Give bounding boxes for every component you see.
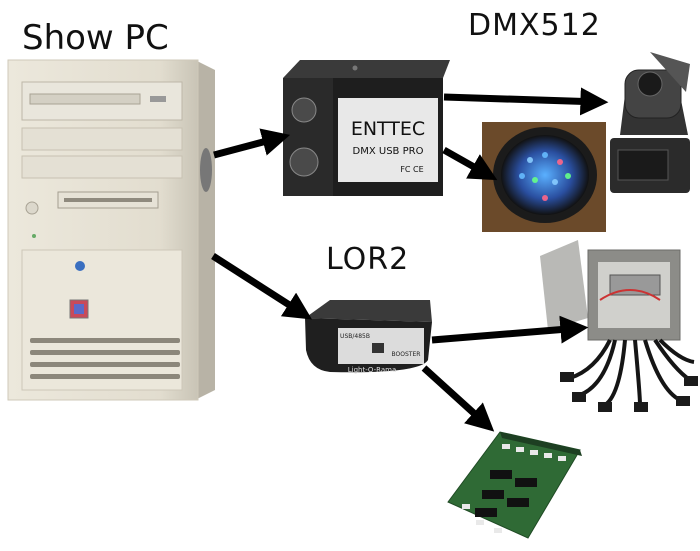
led-par-can-icon: [482, 122, 606, 232]
enttec-marks-text: FC CE: [400, 165, 423, 174]
show-pc-label: Show PC: [22, 18, 169, 58]
connection-arrows: [211, 87, 609, 432]
arrow-enttec-to-par-can: [442, 146, 498, 181]
circuit-board-icon: [447, 431, 582, 539]
arrow-enttec-to-moving-head: [443, 87, 609, 116]
arrow-pc-to-enttec: [213, 128, 291, 159]
lor-brand-text: Light-O-Rama: [348, 366, 397, 374]
moving-head-light-icon: [610, 52, 690, 193]
arrow-pc-to-lor: [211, 253, 313, 320]
dmx512-label: DMX512: [468, 8, 601, 43]
enttec-model-text: DMX USB PRO: [353, 146, 424, 157]
lor2-label: LOR2: [326, 242, 410, 277]
controller-box-icon: [540, 240, 698, 412]
lor-adapter-icon: USB/485B BOOSTER Light-O-Rama: [305, 300, 432, 374]
enttec-interface-icon: ENTTEC DMX USB PRO FC CE: [283, 60, 450, 196]
pc-tower-icon: [7, 59, 215, 401]
arrow-lor-to-controller-box: [431, 315, 589, 344]
lor-side-right-text: BOOSTER: [392, 351, 421, 358]
lor-side-left-text: USB/485B: [340, 333, 370, 340]
enttec-brand-text: ENTTEC: [351, 118, 425, 140]
arrow-lor-to-circuit-board: [421, 365, 495, 432]
